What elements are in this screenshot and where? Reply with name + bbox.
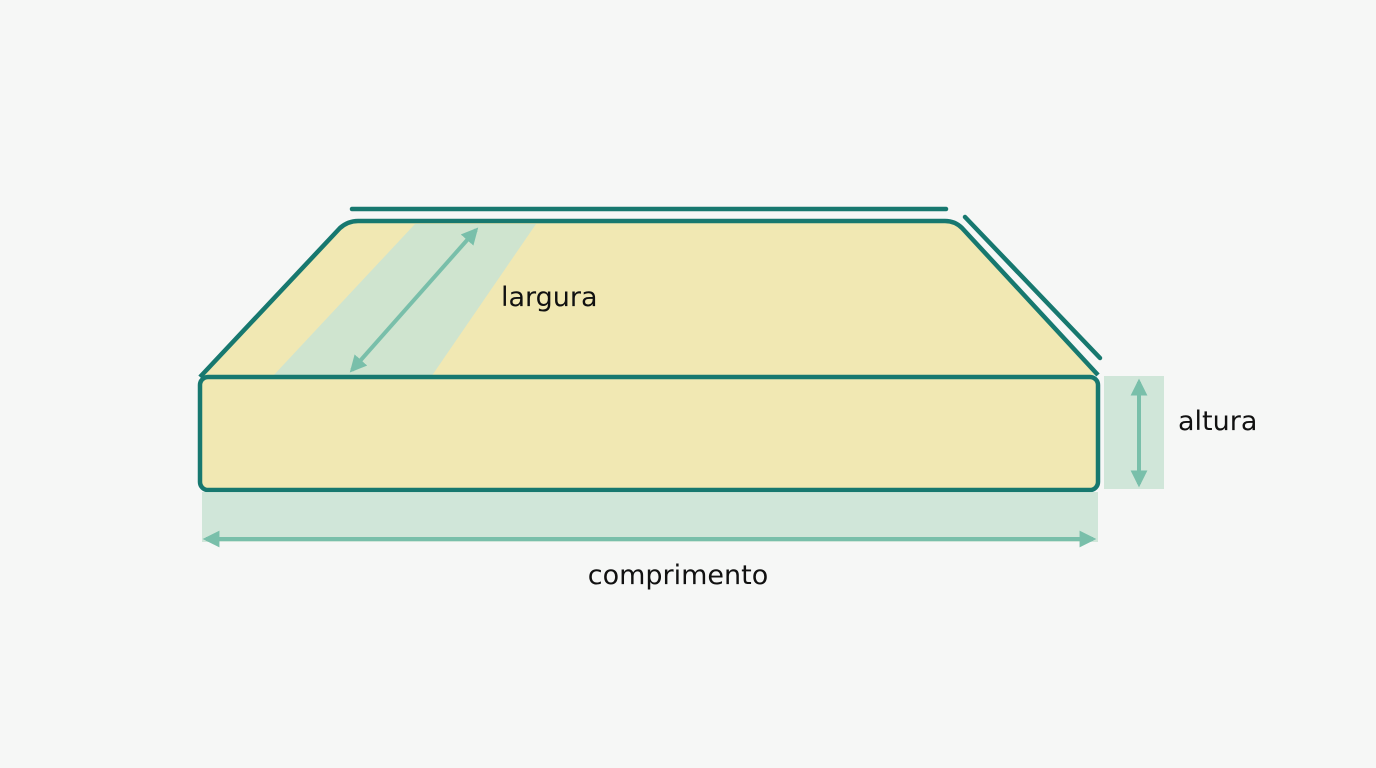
side-edge-line <box>962 214 1103 361</box>
width-arrow <box>349 227 479 373</box>
width-label: largura <box>501 282 598 313</box>
height-highlight-band <box>1104 376 1164 489</box>
mattress-top-outline <box>198 218 1100 379</box>
length-label: comprimento <box>588 560 769 591</box>
length-highlight-band <box>202 492 1098 542</box>
height-label: altura <box>1178 406 1257 437</box>
mattress-front-face <box>197 374 1101 493</box>
